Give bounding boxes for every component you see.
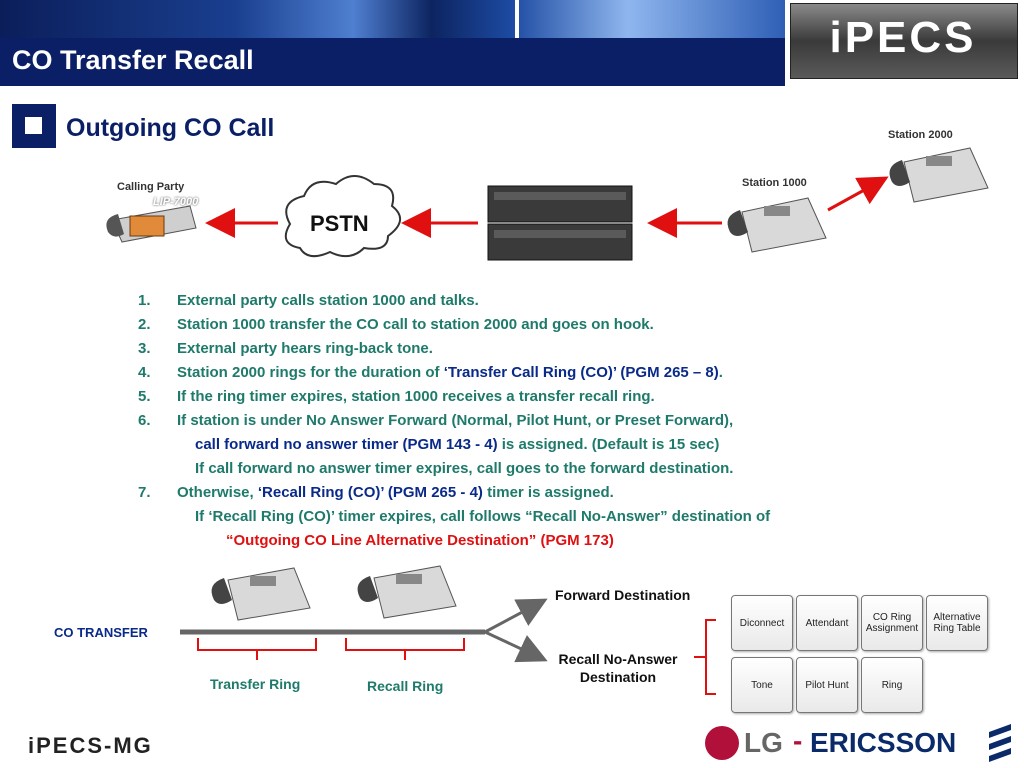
station-2000-phone-icon xyxy=(889,147,989,203)
step-6: 6.If station is under No Answer Forward … xyxy=(138,412,734,429)
forward-destination-label: Forward Destination xyxy=(555,587,691,603)
station-1000-phone-icon xyxy=(727,197,827,253)
step-7-detail-1: If ‘Recall Ring (CO)’ timer expires, cal… xyxy=(195,508,771,525)
call-flow-diagram xyxy=(106,147,989,261)
timeline-diagram xyxy=(180,565,716,695)
banner-divider xyxy=(515,0,519,38)
logo-dash: - xyxy=(793,725,803,756)
option-tone[interactable]: Tone xyxy=(731,657,793,713)
bullet-square-inner xyxy=(25,117,42,134)
page-title: CO Transfer Recall xyxy=(12,45,254,75)
title-bar xyxy=(0,38,785,86)
step-6-detail-2: If call forward no answer timer expires,… xyxy=(195,460,734,477)
calling-party-phone-icon xyxy=(106,205,197,243)
step-4: 4.Station 2000 rings for the duration of… xyxy=(138,364,723,381)
step-6-detail-1: call forward no answer timer (PGM 143 - … xyxy=(195,436,720,453)
station-1000-label: Station 1000 xyxy=(742,177,807,189)
steps-list: 1.External party calls station 1000 and … xyxy=(138,289,770,553)
option-disconnect[interactable]: Diconnect xyxy=(731,595,793,651)
ipecs-logo-text: iPECS xyxy=(829,13,977,62)
transfer-ring-label: Transfer Ring xyxy=(210,676,301,692)
lg-circle-icon xyxy=(705,726,739,760)
branch-recall-arrow xyxy=(484,630,548,663)
transfer-ring-bracket xyxy=(197,638,317,660)
header-banner xyxy=(0,0,785,38)
pstn-cloud-icon xyxy=(284,175,401,258)
step-7: 7.Otherwise, ‘Recall Ring (CO)’ (PGM 265… xyxy=(138,484,614,501)
recall-ring-bracket xyxy=(345,638,465,660)
transfer-ring-phone-icon xyxy=(211,567,311,621)
lg-logo-text: LG xyxy=(744,727,783,758)
station-2000-label: Station 2000 xyxy=(888,129,953,141)
co-transfer-label: CO TRANSFER xyxy=(54,625,148,640)
recall-ring-phone-icon xyxy=(357,565,457,619)
step-5: 5.If the ring timer expires, station 100… xyxy=(138,388,655,405)
ericsson-logo-text: ERICSSON xyxy=(810,727,957,758)
ericsson-bars-icon xyxy=(989,724,1011,762)
ipecs-mg-logo: iPECS-MG xyxy=(28,733,153,758)
option-ring[interactable]: Ring xyxy=(861,657,923,713)
calling-party-model: LIP-7000 xyxy=(153,196,199,208)
option-alternative-ring-table[interactable]: Alternative Ring Table xyxy=(926,595,988,651)
option-pilot-hunt[interactable]: Pilot Hunt xyxy=(796,657,858,713)
pstn-label: PSTN xyxy=(310,211,369,236)
step-7-detail-2: “Outgoing CO Line Alternative Destinatio… xyxy=(226,532,614,549)
calling-party-label: Calling Party xyxy=(117,181,185,193)
recall-ring-label: Recall Ring xyxy=(367,678,444,694)
section-heading: Outgoing CO Call xyxy=(66,114,275,142)
option-attendant[interactable]: Attendant xyxy=(796,595,858,651)
recall-no-answer-label: Recall No-Answer Destination xyxy=(558,651,678,685)
step-3: 3.External party hears ring-back tone. xyxy=(138,340,433,357)
step-1: 1.External party calls station 1000 and … xyxy=(138,292,479,309)
step-2: 2.Station 1000 transfer the CO call to s… xyxy=(138,316,654,333)
branch-forward-arrow xyxy=(484,598,548,634)
arrow-station1000-to-station2000 xyxy=(827,176,889,212)
destination-options-bracket xyxy=(694,619,716,695)
ipecs-logo-box xyxy=(790,3,1018,79)
option-co-ring-assignment[interactable]: CO Ring Assignment xyxy=(861,595,923,651)
ipecs-system-unit-icon xyxy=(487,185,633,261)
